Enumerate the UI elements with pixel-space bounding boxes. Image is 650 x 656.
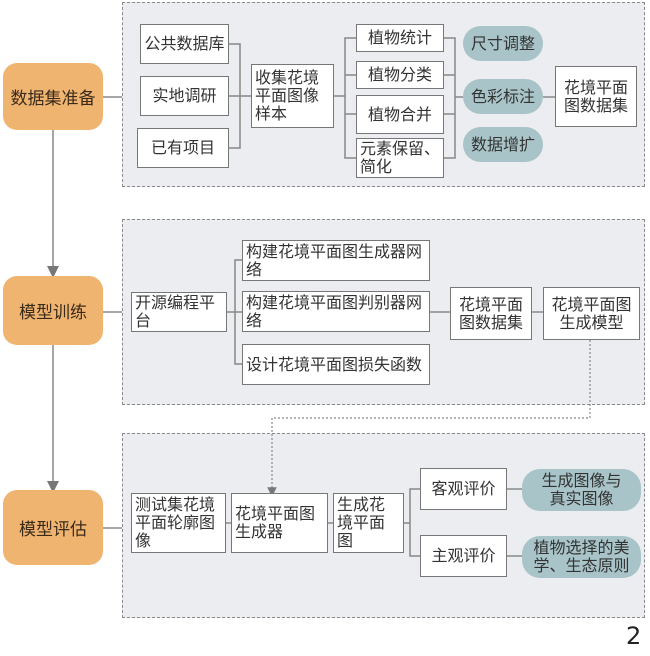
train-step-box: 构建花境平面图判别器网络: [242, 291, 430, 332]
train-step-box: 设计花境平面图损失函数: [242, 344, 430, 385]
test-input-box: 测试集花境平面轮廓图像: [131, 493, 226, 553]
process-box: 植物合并: [356, 95, 444, 134]
train-step-box: 构建花境平面图生成器网络: [242, 240, 430, 281]
source-box: 实地调研: [140, 76, 229, 116]
platform-box: 开源编程平台: [131, 292, 227, 332]
process-box: 植物分类: [356, 61, 444, 89]
figure-number: 2: [626, 622, 642, 650]
criteria-pill: 生成图像与真实图像: [522, 469, 641, 511]
generator-box: 花境平面图生成器: [231, 493, 328, 553]
collect-box: 收集花境平面图像样本: [251, 64, 334, 128]
process-box: 元素保留、简化: [356, 138, 444, 178]
eval-method-box: 主观评价: [420, 535, 507, 577]
source-box: 公共数据库: [140, 24, 229, 64]
augment-pill: 数据增扩: [463, 127, 543, 162]
criteria-pill: 植物选择的美学、生态原则: [522, 536, 641, 578]
stage-dataset-prep: 数据集准备: [3, 63, 103, 130]
eval-method-box: 客观评价: [420, 468, 507, 510]
augment-pill: 色彩标注: [463, 79, 543, 114]
train-dataset-box: 花境平面图数据集: [450, 287, 532, 340]
source-box: 已有项目: [137, 128, 229, 168]
augment-pill: 尺寸调整: [463, 26, 543, 61]
stage-model-evaluation: 模型评估: [3, 490, 103, 565]
model-box: 花境平面图生成模型: [543, 287, 640, 340]
stage-model-training: 模型训练: [3, 276, 103, 345]
process-box: 植物统计: [356, 24, 444, 52]
output-box: 生成花境平面图: [333, 493, 404, 553]
dataset-box: 花境平面图数据集: [555, 66, 637, 127]
dotted-arrow: [267, 340, 591, 497]
